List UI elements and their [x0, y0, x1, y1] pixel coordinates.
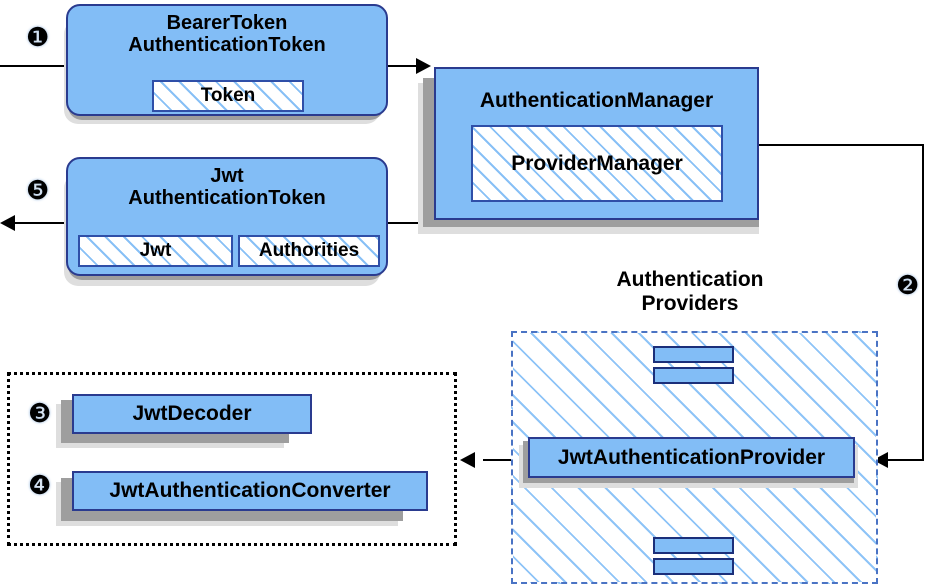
- connector-authentication-manager-right: [758, 144, 924, 146]
- node-jwt-decoder[interactable]: JwtDecoder: [72, 394, 312, 434]
- node-bearer-token-title: BearerToken AuthenticationToken: [128, 12, 326, 57]
- inner-box-jwt: Jwt: [78, 235, 233, 267]
- step-badge-4: ❹: [28, 471, 52, 501]
- connector-authentication-manager-to-jwt-token: [388, 222, 436, 224]
- step-badge-2: ❷: [896, 271, 920, 301]
- node-bearer-token-authentication-token[interactable]: BearerToken AuthenticationToken Token: [66, 4, 388, 116]
- connector-input-to-bearer-token: [0, 65, 72, 67]
- node-jwt-authentication-provider[interactable]: JwtAuthenticationProvider: [528, 437, 855, 478]
- inner-box-provider-manager-label: ProviderManager: [511, 151, 683, 175]
- provider-slot-top-1: [653, 346, 734, 363]
- step-badge-5: ❺: [26, 176, 50, 206]
- node-jwt-authentication-converter-title: JwtAuthenticationConverter: [109, 479, 391, 503]
- node-jwt-authentication-provider-title: JwtAuthenticationProvider: [557, 445, 826, 469]
- arrow-head-to-authentication-manager: [416, 58, 431, 74]
- node-jwt-token-title: Jwt AuthenticationToken: [128, 165, 326, 210]
- provider-slot-top-2: [653, 367, 734, 384]
- step-badge-1: ❶: [26, 23, 50, 53]
- connector-right-rail-down: [922, 144, 924, 461]
- inner-box-authorities: Authorities: [238, 235, 380, 267]
- authentication-providers-label: Authentication Providers: [616, 268, 764, 315]
- inner-box-jwt-label: Jwt: [139, 240, 172, 261]
- inner-box-provider-manager: ProviderManager: [471, 125, 723, 202]
- arrow-head-output-left: [0, 215, 15, 231]
- connector-bearer-token-to-authentication-manager: [388, 65, 420, 67]
- inner-box-authorities-label: Authorities: [258, 240, 360, 261]
- provider-slot-bottom-2: [653, 558, 734, 575]
- inner-box-token-label: Token: [200, 85, 256, 106]
- connector-jwt-token-to-output: [12, 222, 74, 224]
- connector-right-rail-to-provider: [888, 459, 924, 461]
- arrow-head-to-jwt-support-group: [460, 452, 475, 468]
- step-badge-3: ❸: [28, 399, 52, 429]
- node-jwt-authentication-converter[interactable]: JwtAuthenticationConverter: [72, 471, 428, 511]
- node-jwt-decoder-title: JwtDecoder: [132, 402, 252, 426]
- provider-slot-bottom-1: [653, 537, 734, 554]
- jwt-support-group: [7, 372, 457, 546]
- node-jwt-authentication-token[interactable]: Jwt AuthenticationToken Jwt Authorities: [66, 157, 388, 276]
- connector-provider-to-jwt-support: [483, 459, 528, 461]
- node-authentication-manager[interactable]: AuthenticationManager ProviderManager: [434, 67, 759, 220]
- inner-box-token: Token: [152, 80, 304, 112]
- node-authentication-manager-title: AuthenticationManager: [479, 89, 714, 112]
